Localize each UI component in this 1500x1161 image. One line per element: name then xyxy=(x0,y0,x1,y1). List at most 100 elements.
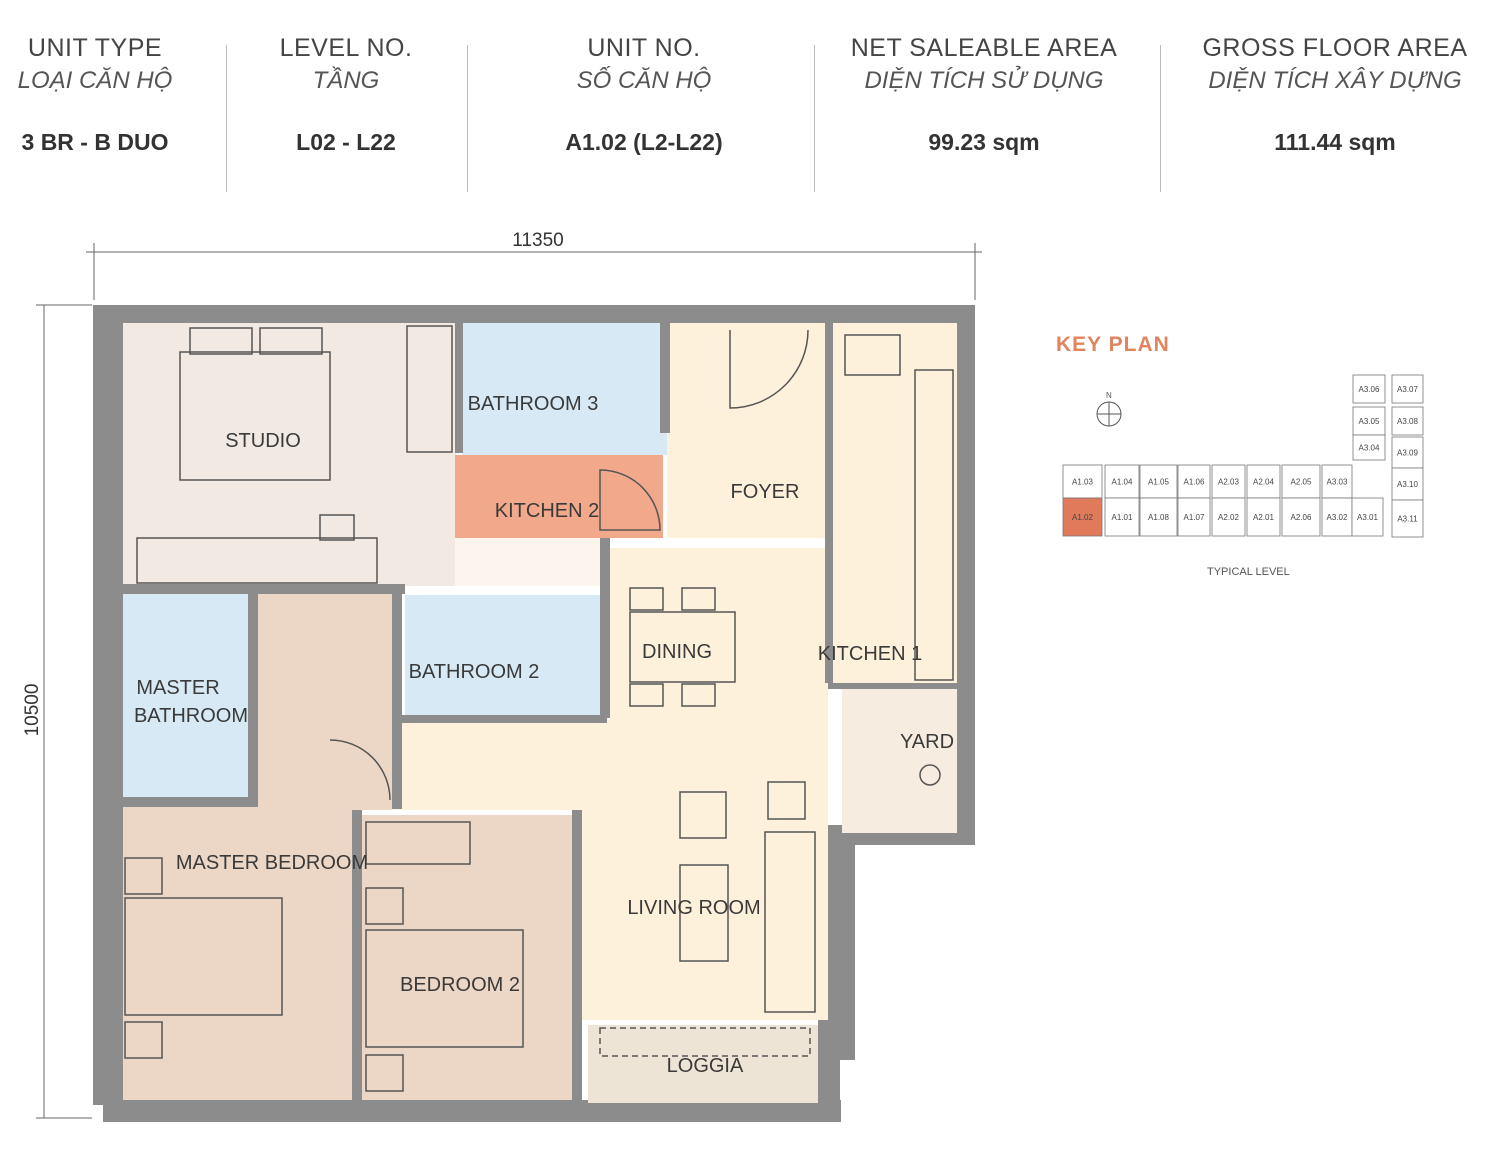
key-plan-unit-label: A3.03 xyxy=(1327,478,1348,487)
room-yard xyxy=(842,688,957,833)
key-plan-title: KEY PLAN xyxy=(1056,333,1170,356)
room-bedroom-2 xyxy=(362,815,572,1100)
label-foyer: FOYER xyxy=(731,481,800,503)
key-plan-unit-label: A1.07 xyxy=(1184,513,1205,522)
key-plan-unit xyxy=(1352,434,1386,461)
kitchen-2-counter xyxy=(455,538,600,586)
room-living-dining xyxy=(392,548,828,1020)
key-plan-unit-label: A2.02 xyxy=(1218,513,1239,522)
label-studio: STUDIO xyxy=(225,430,301,452)
room-master-bathroom xyxy=(123,592,248,797)
key-plan-unit xyxy=(1391,499,1424,538)
key-plan-unit-label: A3.07 xyxy=(1397,385,1418,394)
key-plan-unit xyxy=(1104,497,1140,537)
key-plan-unit xyxy=(1177,497,1211,537)
label-yard: YARD xyxy=(900,731,954,753)
level-value: L02 - L22 xyxy=(296,129,396,155)
label-living-room: LIVING ROOM xyxy=(627,897,760,919)
north-label: N xyxy=(1106,391,1112,400)
key-plan-unit-label: A3.04 xyxy=(1359,444,1380,453)
height-dimension: 10500 xyxy=(22,684,43,737)
key-plan-unit xyxy=(1321,497,1353,537)
interior-walls xyxy=(115,323,957,1102)
label-kitchen-1: KITCHEN 1 xyxy=(818,643,922,665)
key-plan-unit-label: A3.01 xyxy=(1357,513,1378,522)
key-plan-unit xyxy=(1352,406,1386,436)
gross-area-subtitle: DIỆN TÍCH XÂY DỰNG xyxy=(1208,67,1462,94)
label-bathroom-2: BATHROOM 2 xyxy=(409,661,540,683)
key-plan-unit-label: A3.09 xyxy=(1397,449,1418,458)
width-dimension: 11350 xyxy=(512,230,563,251)
label-master-bathroom-line1: MASTER xyxy=(136,677,219,699)
label-master-bedroom: MASTER BEDROOM xyxy=(176,852,368,874)
key-plan-unit-label: A3.11 xyxy=(1397,515,1418,524)
key-plan-unit xyxy=(1391,436,1424,469)
divider xyxy=(1160,45,1161,192)
key-plan-unit xyxy=(1281,497,1321,537)
key-plan-unit xyxy=(1391,374,1424,404)
key-plan-unit xyxy=(1211,464,1246,499)
key-plan-unit-label: A2.06 xyxy=(1291,513,1312,522)
gross-area-column: GROSS FLOOR AREA DIỆN TÍCH XÂY DỰNG 111.… xyxy=(1185,34,1485,156)
room-foyer xyxy=(667,323,825,538)
key-plan-unit xyxy=(1062,464,1103,499)
key-plan-unit-label: A1.06 xyxy=(1184,478,1205,487)
key-plan-unit-label: A1.04 xyxy=(1112,478,1133,487)
key-plan-unit-label: A1.03 xyxy=(1072,478,1093,487)
label-dining: DINING xyxy=(642,641,712,663)
key-plan-unit-label: A3.10 xyxy=(1397,480,1418,489)
key-plan-unit xyxy=(1352,374,1386,404)
key-plan-unit-label: A2.01 xyxy=(1253,513,1274,522)
key-plan-unit-label: A3.08 xyxy=(1397,417,1418,426)
room-bathroom-3 xyxy=(462,323,667,455)
key-plan-unit-label: A2.04 xyxy=(1253,478,1274,487)
label-bathroom-3: BATHROOM 3 xyxy=(468,393,599,415)
level-column: LEVEL NO. TẦNG L02 - L22 xyxy=(246,34,446,156)
unit-no-value: A1.02 (L2-L22) xyxy=(565,129,723,155)
unit-type-value: 3 BR - B DUO xyxy=(21,129,169,155)
key-plan-unit-label: A1.08 xyxy=(1148,513,1169,522)
floor-plan: 11350 10500 xyxy=(22,230,982,1122)
unit-no-column: UNIT NO. SỐ CĂN HỘ A1.02 (L2-L22) xyxy=(494,34,794,156)
key-plan-unit xyxy=(1321,464,1353,499)
unit-type-column: UNIT TYPE LOẠI CĂN HỘ 3 BR - B DUO xyxy=(0,34,190,156)
room-master-bedroom xyxy=(123,592,392,1100)
key-plan-unit xyxy=(1281,464,1321,499)
key-plan-unit-label: A2.05 xyxy=(1291,478,1312,487)
key-plan-caption: TYPICAL LEVEL xyxy=(1207,566,1290,578)
gross-area-title: GROSS FLOOR AREA xyxy=(1202,34,1468,62)
key-plan-unit-label: A1.02 xyxy=(1072,513,1093,522)
key-plan-unit xyxy=(1351,497,1384,537)
room-loggia xyxy=(588,1025,818,1103)
key-plan-unit xyxy=(1139,464,1178,499)
key-plan-unit xyxy=(1104,464,1140,499)
unit-no-subtitle: SỐ CĂN HỘ xyxy=(576,67,712,94)
unit-type-subtitle: LOẠI CĂN HỘ xyxy=(17,67,173,94)
key-plan-unit xyxy=(1391,406,1424,436)
gross-area-value: 111.44 sqm xyxy=(1274,129,1396,155)
label-master-bathroom-line2: BATHROOM xyxy=(134,705,248,727)
walls xyxy=(93,305,975,1122)
divider xyxy=(467,45,468,192)
unit-no-title: UNIT NO. xyxy=(587,34,701,62)
net-area-title: NET SALEABLE AREA xyxy=(850,34,1118,62)
key-plan-unit-label: A1.01 xyxy=(1112,513,1133,522)
key-plan-unit-label: A3.02 xyxy=(1327,513,1348,522)
label-loggia: LOGGIA xyxy=(667,1055,744,1077)
label-bedroom-2: BEDROOM 2 xyxy=(400,974,520,996)
unit-type-title: UNIT TYPE xyxy=(27,34,163,62)
label-kitchen-2: KITCHEN 2 xyxy=(495,500,599,522)
dimension-lines xyxy=(36,243,982,1119)
divider xyxy=(814,45,815,192)
key-plan-unit-selected xyxy=(1062,497,1103,537)
key-plan-unit-label: A2.03 xyxy=(1218,478,1239,487)
level-subtitle: TẦNG xyxy=(312,67,380,94)
level-title: LEVEL NO. xyxy=(279,34,413,62)
room-kitchen-2 xyxy=(455,455,663,538)
furniture xyxy=(124,325,954,1092)
north-compass-icon: N xyxy=(1096,391,1122,427)
room-kitchen-1 xyxy=(832,323,957,685)
net-area-value: 99.23 sqm xyxy=(928,129,1040,155)
